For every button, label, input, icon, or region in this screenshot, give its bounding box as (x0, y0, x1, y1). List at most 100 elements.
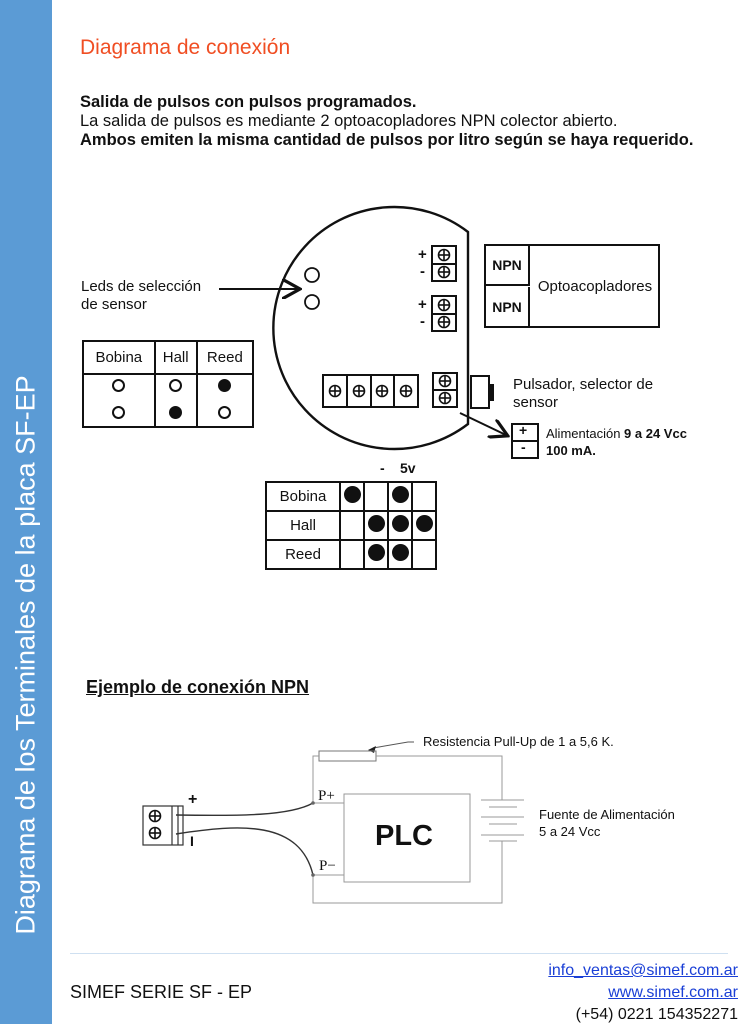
jumper-col-minus: - (380, 460, 385, 476)
reed-leds (195, 373, 255, 428)
jumper-row-label: Bobina (265, 481, 341, 512)
footer-contact: info_ventas@simef.com.ar www.simef.com.a… (548, 960, 738, 1026)
jumper-cell (411, 510, 437, 541)
jumper-row-label: Reed (265, 539, 341, 570)
pulsador-line2: sensor (513, 394, 559, 411)
jumper-cell (339, 510, 365, 541)
intro-line-3: Ambos emiten la misma cantidad de pulsos… (80, 131, 694, 149)
leds-label: Leds de selección de sensor (81, 278, 201, 314)
sign-minus-2: - (420, 313, 425, 330)
footer-divider (70, 953, 728, 954)
power-label-voltage: 9 a 24 Vcc (624, 426, 687, 441)
terminal-block-output-1 (431, 245, 457, 282)
jumper-cell (387, 510, 413, 541)
p-minus-label: P− (319, 858, 336, 874)
page-title: Diagrama de conexión (80, 36, 291, 59)
jumper-cell (363, 539, 389, 570)
intro-line-2: La salida de pulsos es mediante 2 optoac… (80, 112, 618, 130)
jumper-header (322, 374, 419, 408)
intro-text: Salida de pulsos con pulsos programados.… (80, 93, 720, 150)
jumper-on-dot (367, 544, 385, 561)
led-indicator (218, 378, 232, 392)
power-minus: - (521, 439, 526, 455)
power-arrow (459, 412, 506, 435)
led-1 (304, 267, 320, 283)
plc-box (343, 793, 471, 883)
jumper-row: Hall (265, 510, 437, 541)
leds-label-line2: de sensor (81, 296, 147, 313)
terminal-block-output-2 (431, 295, 457, 332)
npn-connection-diagram (142, 741, 524, 904)
led-indicator (112, 405, 126, 419)
power-label-prefix: Alimentación (546, 426, 625, 441)
push-button (470, 375, 494, 409)
jumper-cell (411, 481, 437, 512)
power-plus: + (519, 422, 528, 438)
pullup-resistor (318, 750, 377, 762)
header-bobina: Bobina (82, 340, 156, 375)
pulsador-label: Pulsador, selector de sensor (513, 376, 653, 412)
email-link[interactable]: info_ventas@simef.com.ar (548, 962, 738, 979)
jumper-cell (339, 539, 365, 570)
jumper-on-dot (415, 515, 433, 532)
sign-plus-1: + (418, 246, 427, 263)
header-reed: Reed (195, 340, 255, 375)
jumper-cell (387, 539, 413, 570)
jumper-on-dot (391, 544, 409, 561)
optocoupler-box: NPN NPN Optoacopladores (484, 244, 660, 328)
source-label-line1: Fuente de Alimentación (539, 807, 675, 822)
connector-plus: + (188, 791, 198, 808)
connector-minus: I (190, 833, 194, 849)
npn-terminal-connector (142, 805, 184, 846)
jumper-row-label: Hall (265, 510, 341, 541)
npn-2: NPN (486, 287, 530, 326)
jumper-row: Reed (265, 539, 437, 570)
header-hall: Hall (153, 340, 198, 375)
sign-minus-1: - (420, 263, 425, 280)
cable-negative (175, 827, 314, 876)
sign-plus-2: + (418, 296, 427, 313)
footer-product: SIMEF SERIE SF - EP (70, 982, 253, 1002)
pulsador-line1: Pulsador, selector de (513, 376, 654, 393)
jumper-cell (411, 539, 437, 570)
leds-label-line1: Leds de selección (81, 278, 202, 295)
power-label-current: 100 mA. (546, 443, 596, 458)
led-indicator (169, 405, 183, 419)
battery-symbol (481, 799, 524, 842)
board-outline (272, 205, 470, 451)
cable-positive (175, 802, 314, 817)
source-label: Fuente de Alimentación 5 a 24 Vcc (539, 806, 675, 840)
led-2 (304, 294, 320, 310)
led-indicator (169, 378, 183, 392)
led-indicator (218, 405, 232, 419)
jumper-on-dot (391, 515, 409, 532)
sidebar-band: Diagrama de los Terminales de la placa S… (0, 0, 52, 1024)
p-plus-label: P+ (318, 788, 335, 804)
jumper-col-5v: 5v (400, 460, 416, 476)
plc-label: PLC (375, 820, 433, 852)
led-indicator (112, 378, 126, 392)
power-label: Alimentación 9 a 24 Vcc 100 mA. (546, 425, 687, 459)
source-label-line2: 5 a 24 Vcc (539, 824, 601, 839)
jumper-cell (363, 510, 389, 541)
jumper-on-dot (343, 486, 361, 503)
jumper-cell (387, 481, 413, 512)
intro-line-1: Salida de pulsos con pulsos programados. (80, 93, 417, 111)
jumper-on-dot (367, 515, 385, 532)
jumper-cell (339, 481, 365, 512)
board-diagram (219, 205, 539, 459)
section-title-npn: Ejemplo de conexión NPN (86, 677, 310, 697)
jumper-cell (363, 481, 389, 512)
resistor-label: Resistencia Pull-Up de 1 a 5,6 K. (423, 734, 614, 749)
bobina-leds (82, 373, 156, 428)
optocoupler-label: Optoacopladores (537, 277, 653, 295)
led-selection-table: Bobina Hall Reed (82, 340, 255, 428)
jumper-row: Bobina (265, 481, 437, 512)
phone-number: (+54) 0221 154352271 (575, 1006, 738, 1023)
website-link[interactable]: www.simef.com.ar (608, 984, 738, 1001)
hall-leds (153, 373, 198, 428)
terminal-block-power (432, 372, 458, 408)
npn-1: NPN (486, 246, 530, 286)
jumper-on-dot (391, 486, 409, 503)
